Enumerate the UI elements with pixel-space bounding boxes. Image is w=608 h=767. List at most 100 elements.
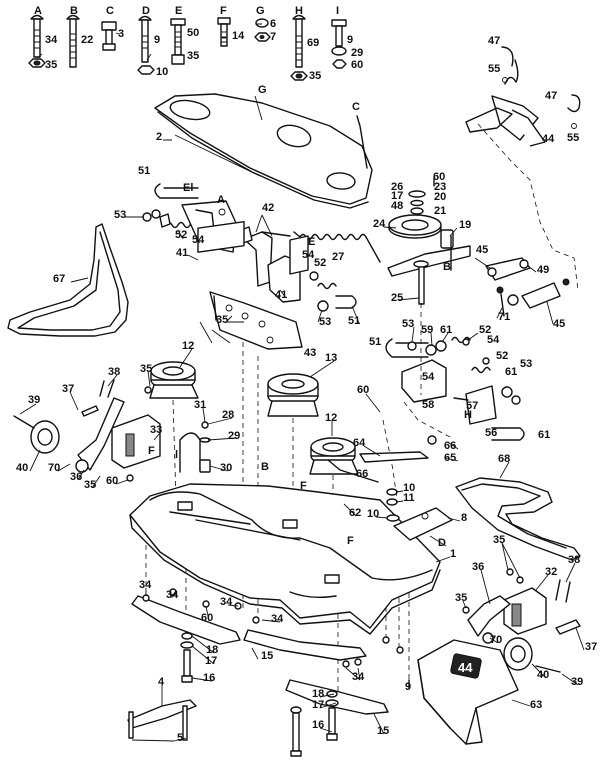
callout-c36a: 36 (70, 471, 82, 483)
hardware-e-bolt (170, 18, 186, 65)
belt-67 (7, 223, 129, 337)
deck-housing-1 (129, 483, 441, 635)
callout-cF3: F (347, 535, 354, 547)
label-hw-f-14: 14 (232, 30, 245, 42)
label-hw-h-69: 69 (307, 37, 319, 49)
callout-c51a: 51 (138, 165, 150, 177)
callout-c8: 8 (461, 512, 467, 524)
callout-c39a: 39 (28, 394, 40, 406)
hardware-b-bolt (66, 14, 80, 68)
label-hw-d-9: 9 (154, 34, 160, 46)
callout-c15a: 15 (261, 650, 273, 662)
callout-c71: 71 (498, 311, 510, 323)
right-brake-assembly (385, 336, 525, 441)
label-hw-c-3: 3 (118, 28, 124, 40)
callout-c62: 62 (349, 507, 361, 519)
callout-c59: 59 (421, 324, 433, 336)
callout-c58: 58 (422, 399, 434, 411)
callout-c4: 4 (158, 676, 165, 688)
label-hw-i: I (336, 5, 339, 17)
callout-c68: 68 (498, 453, 510, 465)
callout-c63: 63 (530, 699, 542, 711)
deck-size-badge: 44 (458, 660, 473, 675)
callout-c31: 31 (194, 399, 206, 411)
discharge-deflector-63: 44 (417, 639, 519, 745)
callout-c10a: 10 (403, 482, 415, 494)
callout-c66b: 66 (356, 468, 368, 480)
hardware-i-bolt (331, 19, 347, 69)
callout-cG: G (258, 84, 267, 96)
hardware-d-bolt (137, 15, 155, 75)
callout-c61c: 61 (538, 429, 550, 441)
callout-c51b: 51 (348, 315, 360, 327)
hardware-number-labels: 34 35 22 3 9 10 50 35 14 6 7 69 35 9 29 … (45, 18, 363, 82)
callout-cC: C (352, 101, 360, 113)
callout-c51c: 51 (369, 336, 381, 348)
callout-c60d: 60 (201, 612, 213, 624)
callout-c54a: 54 (192, 234, 205, 246)
hardware-a-carriage-bolt (28, 14, 46, 68)
label-hw-c: C (106, 5, 114, 17)
hardware-row (28, 14, 347, 81)
callout-c34b: 34 (166, 589, 179, 601)
callout-c60b: 60 (106, 475, 118, 487)
hardware-c-bolt (101, 21, 117, 51)
callout-c9: 9 (405, 681, 411, 693)
spindle-13-center (267, 373, 319, 417)
callout-c27: 27 (332, 251, 344, 263)
callout-c1: 1 (450, 548, 456, 560)
left-wheel-assembly (13, 379, 161, 482)
callout-c57: 57 (466, 400, 478, 412)
callout-c52b: 52 (314, 257, 326, 269)
label-hw-e-35: 35 (187, 50, 199, 62)
callout-c36b: 36 (472, 561, 484, 573)
spindle-12-left (149, 361, 199, 399)
hardware-h-bolt (290, 14, 308, 81)
cable-c (356, 115, 368, 169)
label-hw-g-7: 7 (270, 31, 276, 43)
callout-c17a: 17 (391, 190, 403, 202)
pin-spacer-parts (179, 421, 211, 473)
callout-c37b: 37 (585, 641, 597, 653)
left-brake-bracket (142, 183, 291, 287)
idler-arm-assembly (387, 177, 570, 317)
callout-c61a: 61 (440, 324, 452, 336)
callout-c52a: 52 (175, 229, 187, 241)
callout-c53a: 53 (114, 209, 126, 221)
callout-c16a: 16 (203, 672, 215, 684)
callout-c37a: 37 (62, 383, 74, 395)
callout-cl: l (175, 449, 178, 461)
callout-c65: 65 (444, 452, 456, 464)
callout-c10b: 10 (367, 508, 379, 520)
callout-c64: 64 (353, 437, 366, 449)
callout-c43: 43 (304, 347, 316, 359)
label-hw-g: G (256, 5, 265, 17)
callout-c55a: 55 (488, 63, 500, 75)
label-hw-a-34: 34 (45, 34, 58, 46)
callout-c11: 11 (403, 492, 415, 504)
callout-c32: 32 (545, 566, 557, 578)
label-hw-g-6: 6 (270, 18, 276, 30)
callout-c5: 5 (177, 732, 183, 744)
blades (127, 595, 389, 757)
label-hw-b-22: 22 (81, 34, 93, 46)
callout-c16b: 16 (312, 719, 324, 731)
callout-c42: 42 (262, 202, 274, 214)
callout-c30: 30 (220, 462, 232, 474)
label-hw-i-29: 29 (351, 47, 363, 59)
callout-c54b: 54 (302, 249, 315, 261)
callout-c13: 13 (325, 352, 337, 364)
callout-c29: 29 (228, 430, 240, 442)
callout-c35d: 35 (493, 534, 505, 546)
callout-cF1: F (148, 445, 155, 457)
callout-c35b: 35 (140, 363, 152, 375)
small-bolts-34 (142, 588, 410, 689)
callout-c18a: 18 (206, 644, 218, 656)
callout-c12b: 12 (325, 412, 337, 424)
callout-cE: E (308, 236, 315, 248)
callout-c34d: 34 (271, 613, 284, 625)
spring-27 (299, 233, 367, 241)
spring-27-hooks (293, 231, 381, 263)
